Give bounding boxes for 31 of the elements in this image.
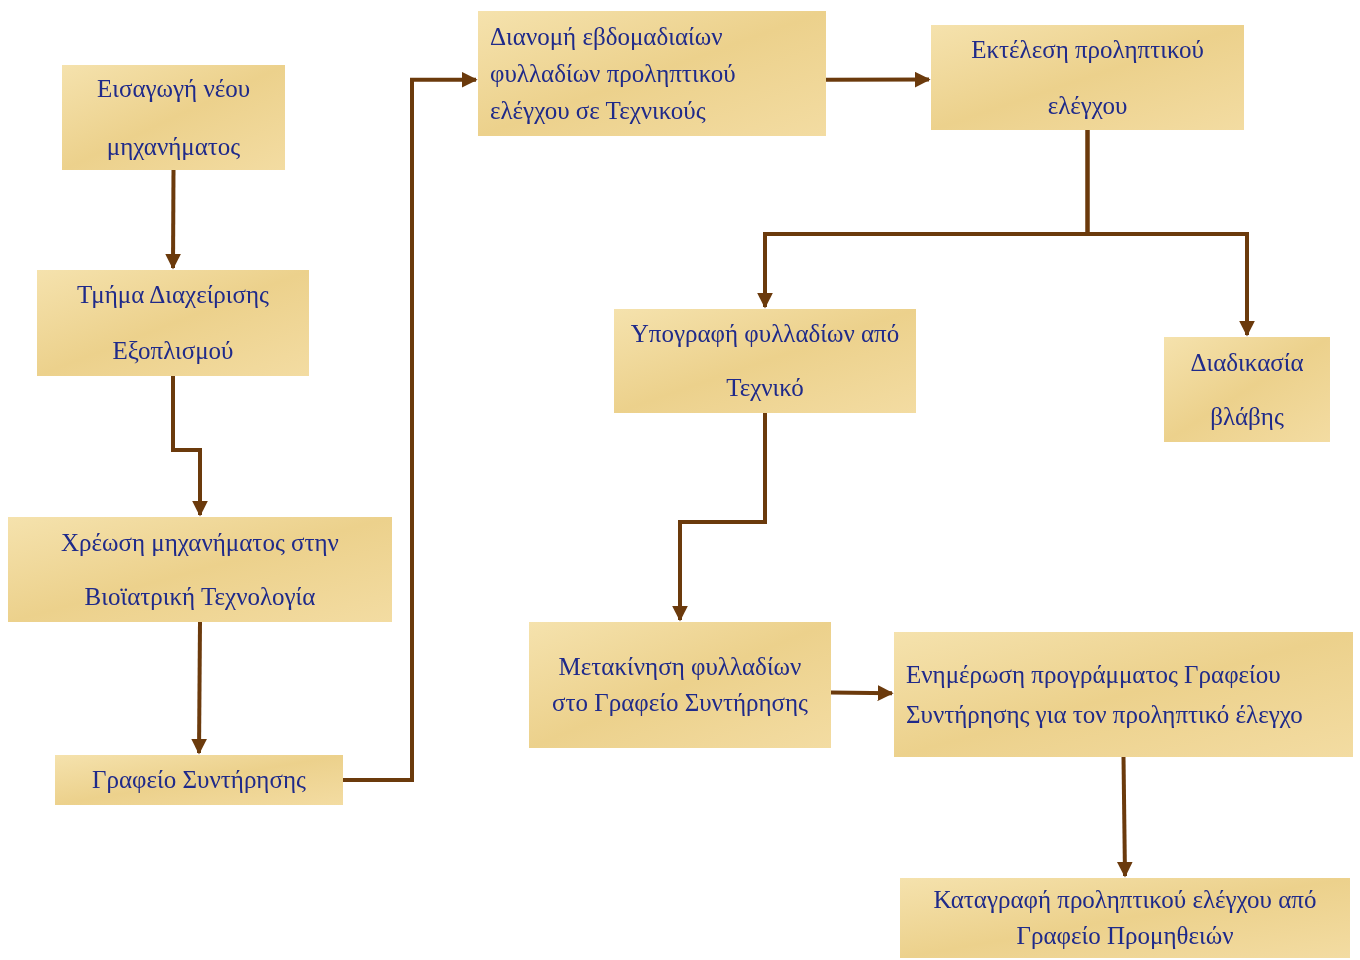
process-box [900,878,1350,958]
arrow [191,622,208,755]
box-label: Εκτέλεση προληπτικού ελέγχου [970,34,1205,121]
arrow [830,685,894,702]
box-label: Ενημέρωση προγράμματος Γραφείου Συντήρησης για τον προληπτικό έλεγχο [906,659,1304,730]
box-label: Διανομή εβδομαδιαίων φυλλαδίων προληπτικού ελέγχου σε Τεχνικούς [490,22,737,126]
box-label: Χρέωση μηχανήματος στην Βιοϊατρική Τεχνολογία [60,527,340,612]
arrow [826,71,931,88]
box-label: Διαδικασία βλάβης [1189,347,1305,432]
process-box [62,65,285,170]
process-box [8,517,392,622]
process-box [1164,337,1330,442]
arrow [343,71,478,782]
box-label: Γραφείο Συντήρησης [92,765,306,795]
box-label: Υπογραφή φυλλαδίων από Τεχνικό [629,319,901,403]
box-label: Μετακίνηση φυλλαδίων στο Γραφείο Συντήρησης [550,652,810,718]
box-label: Τμήμα Διαχείρισης Εξοπλισμού [75,280,271,366]
process-box [55,755,343,805]
arrow [165,170,182,270]
process-box [478,11,826,136]
arrow [1116,756,1133,878]
process-box [37,270,309,376]
arrow [171,376,208,517]
process-box [614,309,916,413]
arrow [1085,130,1255,337]
process-box [529,622,831,748]
box-label: Εισαγωγή νέου μηχανήματος [95,73,252,162]
arrow [672,413,767,622]
box-label: Καταγραφή προληπτικού ελέγχου από Γραφείο Προμηθειών [932,885,1318,951]
process-box [931,25,1244,130]
process-box [894,632,1353,757]
